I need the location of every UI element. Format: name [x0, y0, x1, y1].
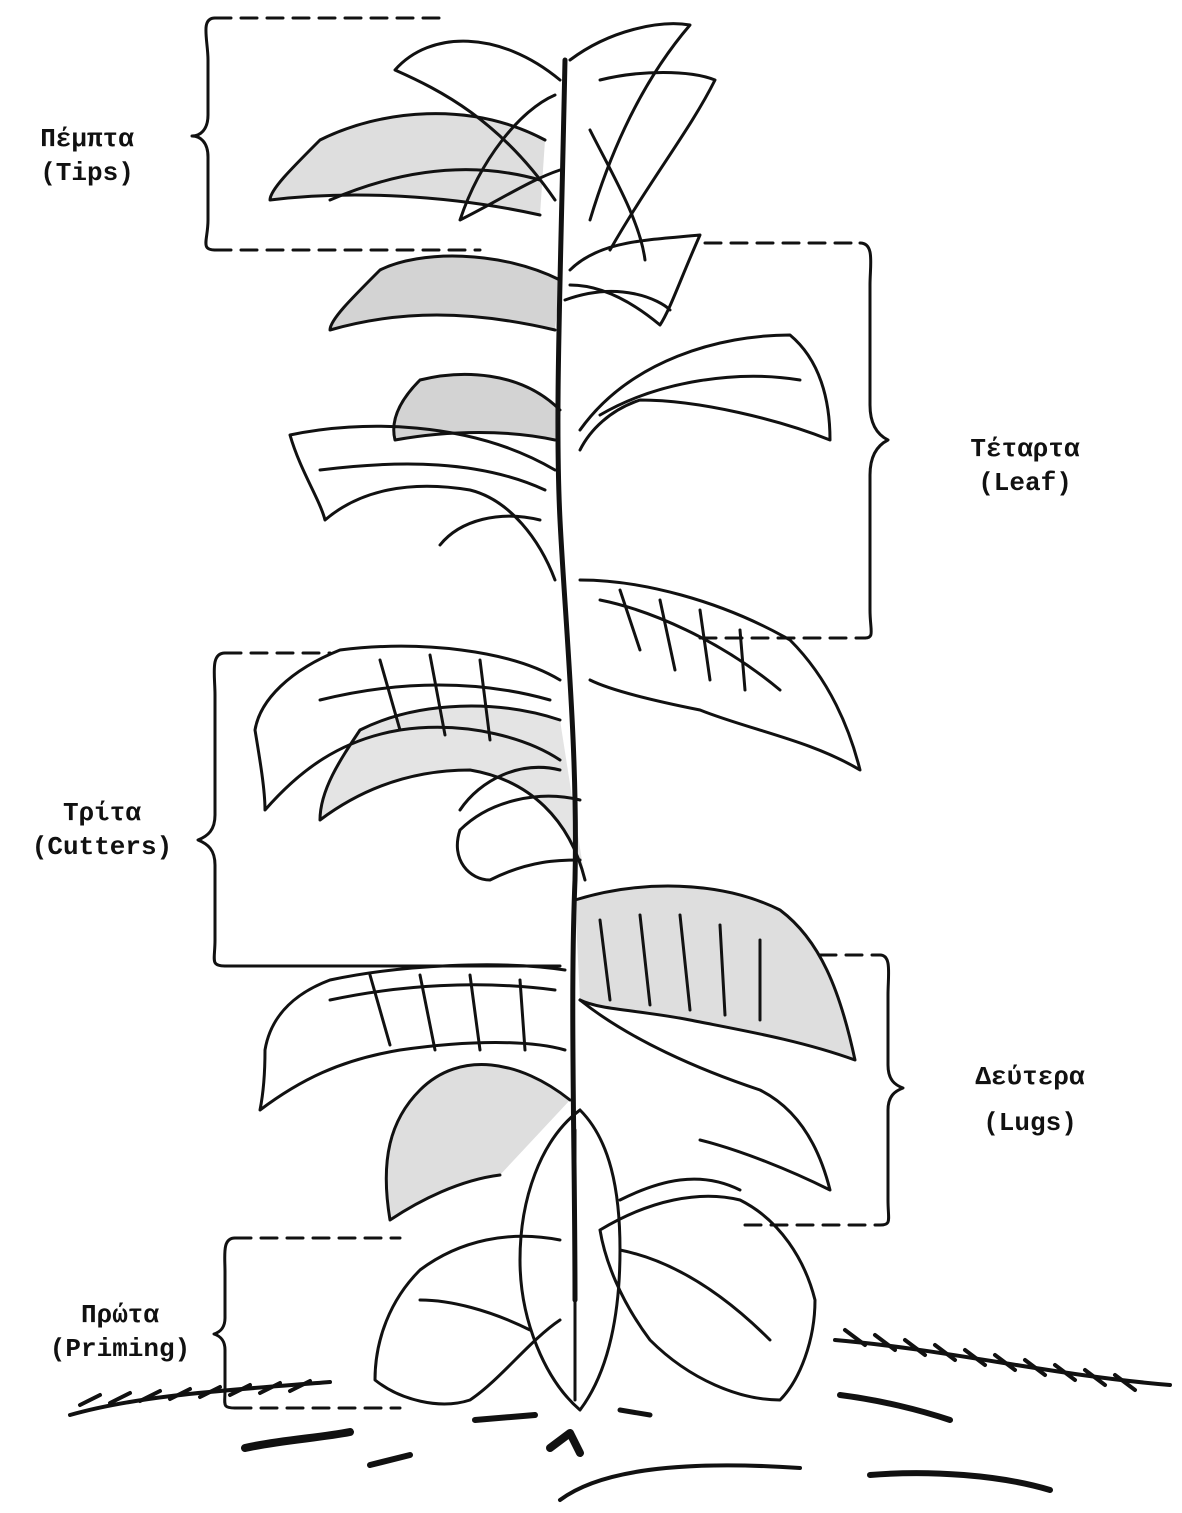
- label-leaf-greek: Τέταρτα: [930, 432, 1120, 466]
- lugs-leaves: [260, 886, 855, 1190]
- label-lugs: Δεύτερα (Lugs): [940, 1054, 1120, 1146]
- tips-leaves: [270, 24, 715, 260]
- cutters-leaves: [255, 646, 585, 880]
- label-cutters: Τρίτα (Cutters): [2, 796, 202, 864]
- label-priming-greek: Πρώτα: [15, 1298, 225, 1332]
- label-tips-greek: Πέμπτα: [2, 122, 172, 156]
- label-lugs-greek: Δεύτερα: [940, 1054, 1120, 1100]
- label-lugs-english: (Lugs): [940, 1100, 1120, 1146]
- label-cutters-greek: Τρίτα: [2, 796, 202, 830]
- label-priming-english: (Priming): [15, 1332, 225, 1366]
- priming-leaves: [375, 1065, 815, 1410]
- label-leaf: Τέταρτα (Leaf): [930, 432, 1120, 500]
- label-tips: Πέμπτα (Tips): [2, 122, 172, 190]
- brackets: [192, 18, 903, 1408]
- label-tips-english: (Tips): [2, 156, 172, 190]
- label-leaf-english: (Leaf): [930, 466, 1120, 500]
- ground: [70, 1330, 1170, 1500]
- label-cutters-english: (Cutters): [2, 830, 202, 864]
- label-priming: Πρώτα (Priming): [15, 1298, 225, 1366]
